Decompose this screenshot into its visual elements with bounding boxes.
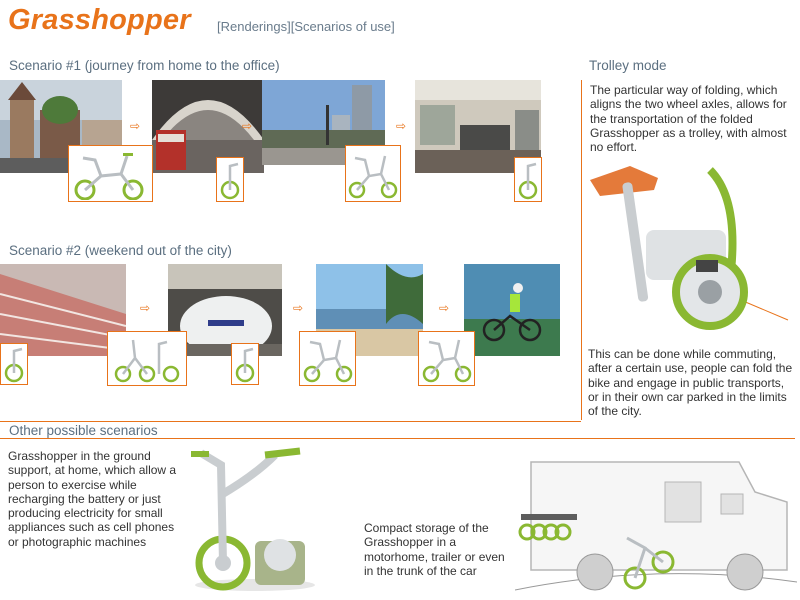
photo-skyscraper bbox=[0, 264, 126, 356]
page-subtitle: [Renderings][Scenarios of use] bbox=[217, 19, 395, 34]
bike-folded-icon bbox=[518, 162, 538, 199]
inset-bike-folded-1 bbox=[216, 157, 244, 202]
arrow-1b: ⇨ bbox=[241, 119, 253, 133]
bike-folded-pair-icon bbox=[114, 339, 180, 382]
scenario1-heading: Scenario #1 (journey from home to the of… bbox=[9, 58, 280, 73]
trolley-rendering bbox=[590, 160, 790, 350]
arrow-2a: ⇨ bbox=[139, 301, 151, 315]
ground-support-rendering bbox=[185, 445, 315, 593]
photo-mountain-biker bbox=[464, 264, 560, 356]
hand-icon bbox=[590, 166, 658, 196]
trolley-text-bottom: This can be done while commuting, after … bbox=[588, 347, 793, 419]
inset-bike-folded-2 bbox=[514, 157, 542, 202]
trolley-heading: Trolley mode bbox=[589, 58, 667, 73]
motorhome-rendering bbox=[515, 452, 797, 594]
other-heading: Other possible scenarios bbox=[9, 423, 158, 438]
bike-unfolded-icon bbox=[348, 155, 398, 198]
scenario1-2-bottom-rule bbox=[0, 421, 581, 422]
inset-bike-folded-4 bbox=[231, 343, 259, 385]
arrow-1c: ⇨ bbox=[395, 119, 407, 133]
arrow-1a: ⇨ bbox=[129, 119, 141, 133]
inset-bike-riding-4 bbox=[418, 331, 475, 386]
inset-bike-riding-3 bbox=[299, 331, 356, 386]
trolley-divider bbox=[581, 80, 582, 420]
trolley-text-top: The particular way of folding, which ali… bbox=[590, 83, 787, 155]
bike-folded-icon bbox=[4, 347, 24, 383]
photo-train-station bbox=[152, 80, 264, 173]
bike-unfolded-icon bbox=[422, 339, 471, 382]
inset-bike-folded-3 bbox=[0, 343, 28, 385]
bike-unfolded-icon bbox=[303, 339, 352, 382]
scenario2-heading: Scenario #2 (weekend out of the city) bbox=[9, 243, 232, 258]
arrow-2c: ⇨ bbox=[438, 301, 450, 315]
inset-two-bikes-folded bbox=[107, 331, 187, 386]
inset-bike-riding-1 bbox=[68, 145, 153, 202]
bike-folded-icon bbox=[235, 347, 255, 383]
page-title: Grasshopper bbox=[8, 4, 191, 36]
photo-bullet-train bbox=[168, 264, 282, 356]
ground-support-text: Grasshopper in the ground support, at ho… bbox=[8, 449, 177, 549]
bike-unfolded-icon bbox=[74, 152, 143, 200]
storage-text: Compact storage of the Grasshopper in a … bbox=[364, 521, 505, 578]
inset-bike-riding-2 bbox=[345, 145, 401, 202]
bike-folded-icon bbox=[220, 162, 240, 199]
other-heading-rule bbox=[0, 438, 795, 439]
arrow-2b: ⇨ bbox=[292, 301, 304, 315]
